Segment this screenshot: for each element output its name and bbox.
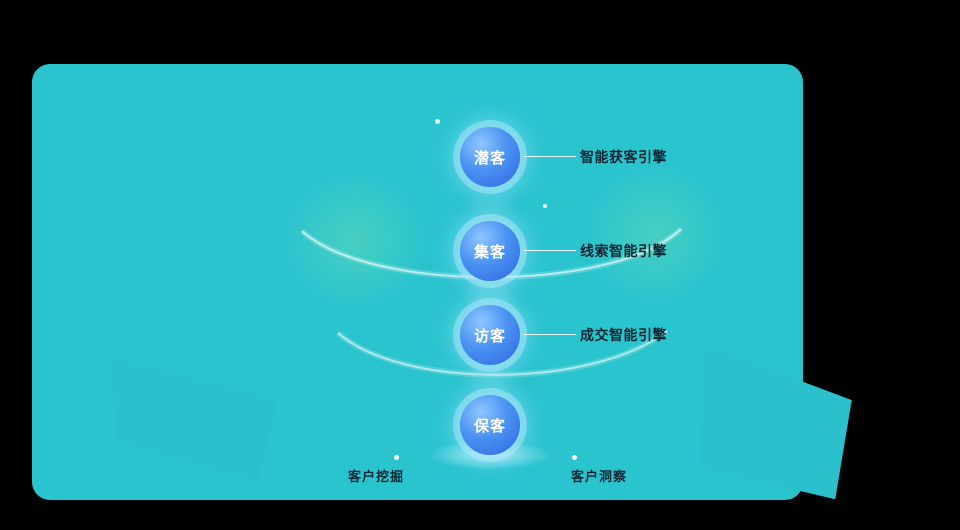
footer-label-customer-insight: 客户洞察 bbox=[571, 470, 628, 485]
engine-label: 智能获客引擎 bbox=[580, 150, 667, 166]
engine-label: 成交智能引擎 bbox=[580, 328, 667, 344]
footer-bullet-dot bbox=[394, 455, 399, 460]
funnel-stage-fangke: 访客 成交智能引擎 bbox=[460, 305, 780, 365]
funnel-stage-baoke: 保客 bbox=[460, 395, 780, 455]
stage-circle: 潜客 bbox=[460, 127, 520, 187]
connector-line bbox=[524, 334, 576, 335]
stage-circle: 集客 bbox=[460, 221, 520, 281]
funnel-stage-qianke: 潜客 智能获客引擎 bbox=[460, 127, 780, 187]
connector-line bbox=[524, 156, 576, 157]
green-glow-left bbox=[285, 165, 425, 315]
funnel-stage-jike: 集客 线索智能引擎 bbox=[460, 221, 780, 281]
stage-label: 集客 bbox=[473, 242, 506, 261]
stage-circle: 保客 bbox=[460, 395, 520, 455]
footer-label-customer-mining: 客户挖掘 bbox=[348, 470, 405, 485]
sparkle-dot bbox=[543, 204, 547, 208]
connector-line bbox=[524, 250, 576, 251]
engine-label: 线索智能引擎 bbox=[580, 244, 667, 260]
stage-label: 潜客 bbox=[473, 148, 506, 167]
sparkle-dot bbox=[435, 119, 440, 124]
stage-circle: 访客 bbox=[460, 305, 520, 365]
stage-label: 访客 bbox=[473, 326, 506, 345]
stage-label: 保客 bbox=[473, 416, 506, 435]
footer-bullet-dot bbox=[572, 455, 577, 460]
